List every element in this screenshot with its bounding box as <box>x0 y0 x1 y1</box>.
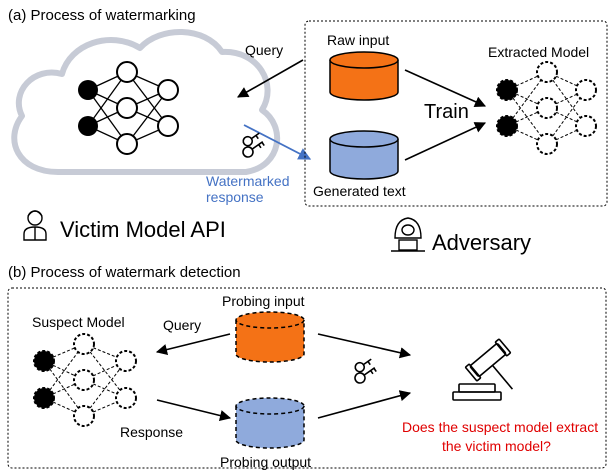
train-arrow-top <box>404 69 487 107</box>
gavel-icon <box>452 338 514 401</box>
query-arrow-a <box>237 59 304 98</box>
watermarked-label-1: Watermarked <box>206 173 290 189</box>
adversary-box <box>304 20 608 207</box>
response-label-b: Response <box>120 424 183 440</box>
raw-input-cylinder <box>329 51 399 101</box>
victim-model-api-label: Victim Model API <box>60 217 226 242</box>
hacker-icon <box>391 217 425 252</box>
probing-output-label: Probing output <box>220 454 311 470</box>
key-icon <box>354 358 377 384</box>
key-icon <box>242 132 265 158</box>
watermarked-label-2: response <box>206 189 264 205</box>
probing-output-cylinder <box>235 397 305 449</box>
raw-input-label: Raw input <box>327 32 389 48</box>
panel-a-title: (a) Process of watermarking <box>8 7 196 24</box>
generated-text-label: Generated text <box>313 183 406 199</box>
suspect-model-network <box>33 333 137 427</box>
suspect-model-label: Suspect Model <box>32 314 125 330</box>
question-line-1: Does the suspect model extract <box>402 419 598 435</box>
question-line-2: the victim model? <box>442 438 551 454</box>
train-label: Train <box>424 101 469 123</box>
input-to-judge-arrow <box>317 333 412 359</box>
extracted-model-label: Extracted Model <box>488 44 589 60</box>
panel-b-title: (b) Process of watermark detection <box>8 264 241 281</box>
query-label-b: Query <box>163 317 201 333</box>
probing-input-label: Probing input <box>222 293 305 309</box>
response-arrow-b <box>156 399 232 422</box>
watermark-response-arrow <box>243 124 312 160</box>
detection-box <box>7 287 607 469</box>
output-to-judge-arrow <box>317 390 412 419</box>
query-label-a: Query <box>245 42 283 58</box>
victim-network <box>78 61 179 155</box>
cloud-icon <box>11 29 280 175</box>
generated-text-cylinder <box>329 130 399 180</box>
extracted-model-network <box>496 61 597 155</box>
train-arrow-bottom <box>404 122 487 161</box>
user-icon <box>23 210 47 241</box>
adversary-label: Adversary <box>432 230 531 255</box>
probing-input-cylinder <box>235 311 305 363</box>
query-arrow-b <box>155 333 231 356</box>
